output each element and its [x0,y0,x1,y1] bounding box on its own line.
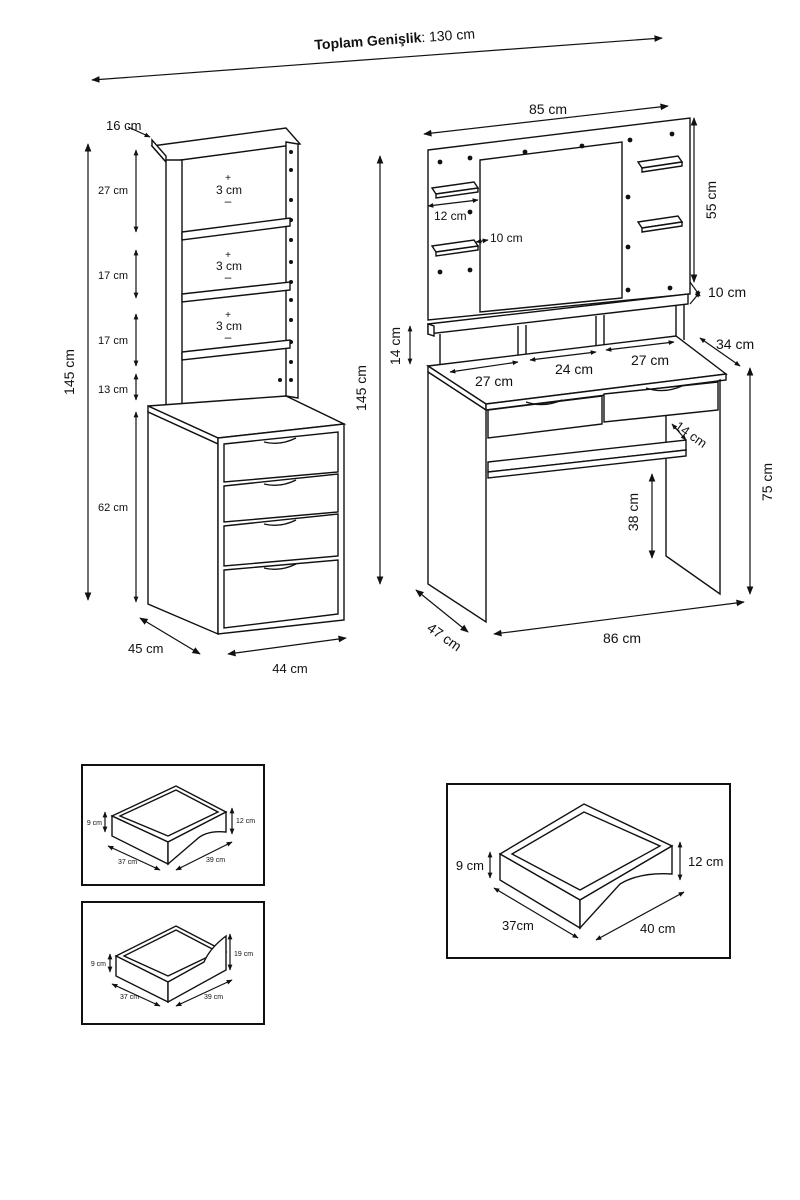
vanity-width-label: 86 cm [603,630,641,646]
shelf-gap-4-label: 13 cm [98,384,128,396]
svg-text:37 cm: 37 cm [120,994,139,1001]
compartment-1-label: 27 cm [475,373,513,389]
shelf-offset-label: 10 cm [490,231,523,245]
bookcase-width-label: 44 cm [272,661,307,676]
vanity-total-height-label: 145 cm [353,365,369,411]
drawer-detail-large: 9 cm 12 cm 37cm 40 cm [446,783,731,959]
mirror-height-label: 55 cm [703,181,719,219]
svg-text:+: + [225,173,231,184]
svg-text:12 cm: 12 cm [236,818,255,825]
svg-text:12 cm: 12 cm [688,854,723,869]
shelf-holes [278,150,293,382]
mirror-width-label: 85 cm [529,101,567,117]
compartment-2-label: 24 cm [555,361,593,377]
svg-text:–: – [225,330,232,344]
svg-text:9 cm: 9 cm [456,858,484,873]
svg-text:–: – [225,270,232,284]
top-depth-label: 10 cm [708,284,746,300]
shelf-gap-2-label: 17 cm [98,270,128,282]
vanity-desk: 85 cm 55 cm 12 cm 10 cm 10 cm 14 cm 145 … [353,101,775,654]
svg-text:Toplam Genişlik: 130 cm: Toplam Genişlik: 130 cm [314,25,476,52]
compartment-3-label: 27 cm [631,352,669,368]
mirror-shelves [430,155,684,257]
svg-text:40 cm: 40 cm [640,921,675,936]
svg-text:39 cm: 39 cm [206,857,225,864]
drawer-detail-small-1: 9 cm 12 cm 37 cm 39 cm [81,764,265,886]
svg-text:–: – [225,194,232,208]
compartment-height-label: 14 cm [387,327,403,365]
bookcase-depth-label: 45 cm [128,641,163,656]
shelf-gap-3-label: 17 cm [98,335,128,347]
mirror-holes [437,131,675,293]
cabinet-drawers [223,431,339,629]
total-width-value: : 130 cm [421,25,476,45]
svg-text:+: + [225,310,231,321]
adjust-mark-2: + 3 cm – [216,250,242,284]
desk-height-label: 75 cm [759,463,775,501]
drawer-detail-small-2: 9 cm 19 cm 37 cm 39 cm [81,901,265,1025]
svg-text:37cm: 37cm [502,918,534,933]
svg-text:3 cm: 3 cm [216,319,242,333]
bookcase-depth-top-label: 16 cm [106,118,141,133]
desk-depth-label: 34 cm [716,336,754,352]
total-width-label: Toplam Genişlik [314,29,422,52]
svg-text:+: + [225,250,231,261]
svg-text:9 cm: 9 cm [87,820,102,827]
cabinet-height-label: 62 cm [98,502,128,514]
shelf-gap-1-label: 27 cm [98,185,128,197]
svg-text:39 cm: 39 cm [204,994,223,1001]
knee-height-label: 38 cm [625,493,641,531]
total-width-dimension: Toplam Genişlik: 130 cm [91,25,663,83]
svg-text:9 cm: 9 cm [91,961,106,968]
svg-text:19 cm: 19 cm [234,951,253,958]
svg-text:37 cm: 37 cm [118,859,137,866]
adjust-mark-3: + 3 cm – [216,310,242,344]
shelf-width-label: 12 cm [434,209,467,223]
bookcase-total-height-label: 145 cm [61,349,77,395]
adjust-mark-1: + 3 cm – [216,173,242,208]
bookcase-unit: + 3 cm – + 3 cm – + 3 cm – [61,118,347,676]
svg-text:3 cm: 3 cm [216,183,242,197]
svg-text:3 cm: 3 cm [216,259,242,273]
